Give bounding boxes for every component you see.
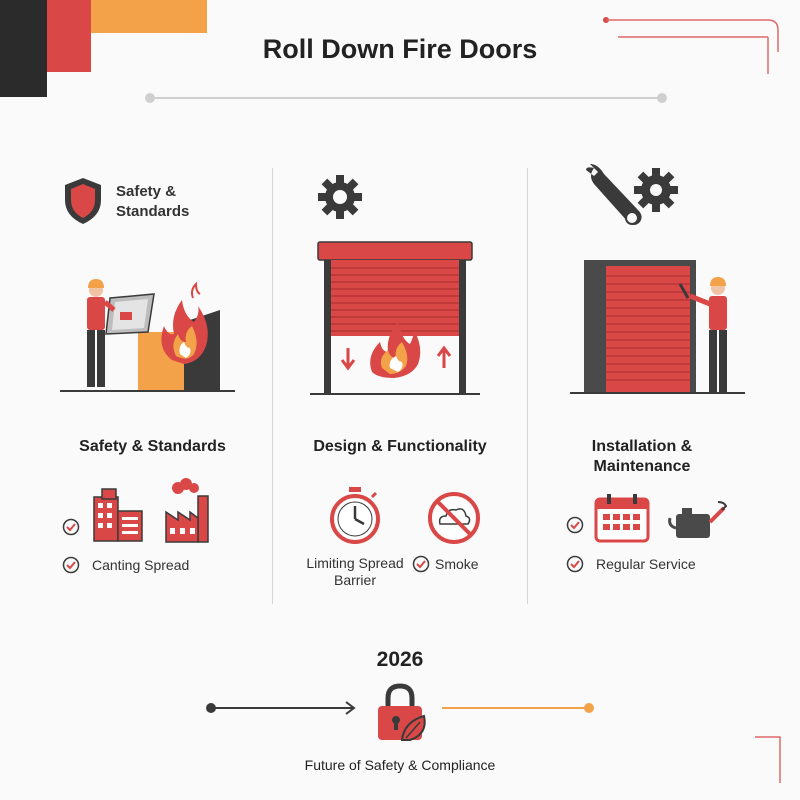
stopwatch-icon: [330, 487, 380, 544]
oil-can-icon: [668, 501, 728, 538]
timeline-caption: Future of Safety & Compliance: [304, 757, 496, 773]
corner-block-red: [47, 0, 91, 72]
header-label-safety: Safety & Standards: [116, 183, 190, 220]
padlock-leaf-icon: [378, 683, 426, 741]
worker-fire-illustration: [60, 279, 235, 392]
timeline-line-right: [442, 703, 594, 713]
page-title: Roll Down Fire Doors: [262, 34, 538, 64]
check-icon: [566, 555, 584, 573]
timeline-line-left: [206, 701, 356, 715]
column-divider-2: [527, 168, 528, 604]
check-label-canting-spread: Canting Spread: [92, 557, 190, 573]
check-label-regular-service: Regular Service: [596, 556, 696, 572]
check-icon: [412, 555, 430, 573]
timeline-year: 2026: [376, 648, 424, 671]
title-rule: [145, 93, 667, 103]
factory-icon: [165, 478, 209, 543]
column-heading-safety: Safety & Standards: [79, 438, 226, 455]
corner-lines-bottom-right: [755, 736, 781, 783]
check-icon: [566, 516, 584, 534]
gear-icon: [318, 175, 362, 219]
item-label-limiting-spread-barrier: Limiting Spread Barrier: [306, 555, 404, 588]
column-heading-design: Design & Functionality: [313, 438, 487, 455]
shield-icon: [65, 178, 101, 224]
building-icon: [93, 488, 143, 542]
wrench-gear-icon: [586, 164, 678, 225]
worker-door-illustration: [570, 260, 745, 394]
calendar-icon: [594, 494, 650, 543]
item-label-smoke: Smoke: [435, 556, 479, 572]
column-safety: Safety & Standards Safety & Standards: [0, 0, 272, 620]
no-smoke-icon: [428, 492, 480, 544]
corner-lines-top-right: [603, 17, 779, 74]
corner-block-dark: [0, 0, 47, 97]
column-heading-installation: Installation & Maintenance: [591, 438, 693, 475]
check-icon: [62, 556, 80, 574]
corner-block-orange: [91, 0, 207, 33]
check-icon: [62, 518, 80, 536]
column-divider-1: [272, 168, 273, 604]
rolling-door-illustration: [310, 241, 480, 395]
